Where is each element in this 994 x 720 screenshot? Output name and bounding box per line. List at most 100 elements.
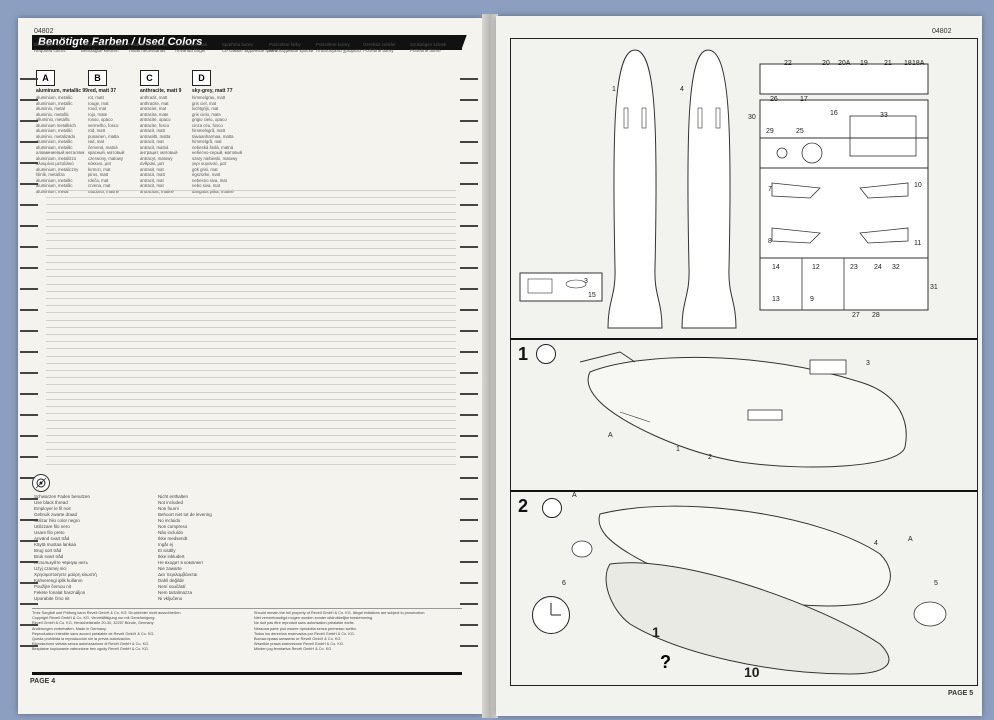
margin-marker [20,435,38,437]
legal-right-column: Should remain the full property of Revel… [254,611,459,653]
ruled-line [46,398,456,400]
margin-marker [20,99,38,101]
text-line: Użyj czarnej nici [34,566,67,571]
ruled-line [46,334,456,335]
text-line: Trotz Sorgfalt und Prüfung kann Revell G… [32,611,182,615]
sprue-part-number: 18A [912,60,925,67]
ruled-line [46,204,456,206]
sprue-part-number: 15 [588,292,596,299]
margin-marker [460,519,478,521]
text-line: Ingår ej [158,542,174,547]
margin-marker [460,78,478,80]
text-line: Not included [158,500,184,505]
sprue-part-number: 24 [874,264,882,271]
step-2-label-1: 1 [652,624,660,640]
margin-marker [20,519,38,521]
text-line: Copyright Revell GmbH & Co. KG. Vervielf… [32,616,156,621]
sprue-part-number: 16 [830,110,838,117]
text-line: Revell GmbH & Co. KG, Henschelstraße 20-… [32,621,154,626]
step-2-part-4: 4 [874,540,878,547]
margin-marker [20,267,38,269]
ruled-line [46,312,456,314]
ruled-line [46,233,456,235]
sprue-part-number: 20 [822,60,830,67]
text-line: Bezpłatne kopiowanie zabronione bez zgod… [32,647,149,652]
step-1-drawing [579,351,907,468]
margin-marker [20,351,38,353]
text-line: Fekete fonalat használjon [34,590,86,595]
sprue-part-number: 17 [800,96,808,103]
ruled-line [46,240,456,242]
text-line: Usare filo preto [34,530,65,535]
margin-marker [460,330,478,332]
sprue-part-number: 32 [892,264,900,271]
ruled-line [46,370,456,371]
margin-marker [20,477,38,479]
ruled-line [46,427,456,429]
text-line: Nem tartalmazza [158,590,193,595]
question-icon: ? [660,652,671,672]
hull-half-right [681,49,737,329]
margin-marker [460,582,478,584]
margin-marker [20,141,38,143]
text-line: Utilizzare filo nero [34,524,70,529]
step-1-part-2: 2 [708,454,712,461]
main-sprue [759,63,929,311]
margin-marker [20,225,38,227]
margin-marker [460,414,478,416]
sprue-part-number: 3 [584,278,588,285]
margin-marker [460,498,478,500]
step-2-color-code-2: A [908,536,913,543]
margin-marker [460,120,478,122]
margin-marker [460,141,478,143]
text-line: Behoort niet tot de levering [158,512,212,517]
text-line: Utilizar hilo color negro [34,518,80,523]
text-line: Není součástí [158,584,186,589]
left-page-code: 04802 [34,28,54,35]
margin-marker [20,120,38,122]
ruled-line [46,283,456,285]
ruled-line [46,362,456,364]
text-line: Employer le fil noir [34,506,72,511]
ruled-line [46,413,456,415]
step-1-number: 1 [518,344,529,364]
text-line: Não incluído [158,530,184,535]
small-sprue [519,272,603,302]
ruled-line [46,262,456,263]
ruled-line [46,298,456,299]
sprue-part-number: 21 [884,60,892,67]
ruled-line [46,456,456,458]
text-line: Schwarzen Faden benutzen [34,494,91,499]
text-line: Minden jog fenntartva Revell GmbH & Co. … [254,647,333,652]
margin-marker [20,393,38,395]
ruled-line [46,197,456,199]
text-line: Bruk svart tråd [34,554,64,559]
sprue-part-number: 20A [838,60,851,67]
text-line: Queda prohibida la reproducción sin la p… [32,637,131,642]
text-line: Non fourni [158,506,179,511]
legal-left-column: Trotz Sorgfalt und Prüfung kann Revell G… [32,611,237,653]
text-line: Δεν περιλαμβάνεται [158,572,198,577]
hull-label-4: 4 [680,86,684,93]
margin-marker [20,582,38,584]
color-name: red, matt 37 [88,88,117,94]
margin-marker [460,351,478,353]
colors-header: Benötigte Farben / Used Colors [32,35,462,50]
text-line: Non compreso [158,524,188,529]
text-line: Reproduction interdite sans accord préal… [32,631,155,636]
step-divider-1 [510,338,977,340]
text-line: Käytä mustaa lankaa [34,542,77,547]
step-2-part-6: 6 [562,580,566,587]
margin-marker [20,540,38,542]
step-1-color-code: A [608,432,613,439]
ruled-line [46,384,456,386]
ruled-line [46,348,456,350]
margin-marker [460,225,478,227]
text-line: Ikke medsendt [158,536,188,541]
margin-marker [460,183,478,185]
margin-marker [20,498,38,500]
